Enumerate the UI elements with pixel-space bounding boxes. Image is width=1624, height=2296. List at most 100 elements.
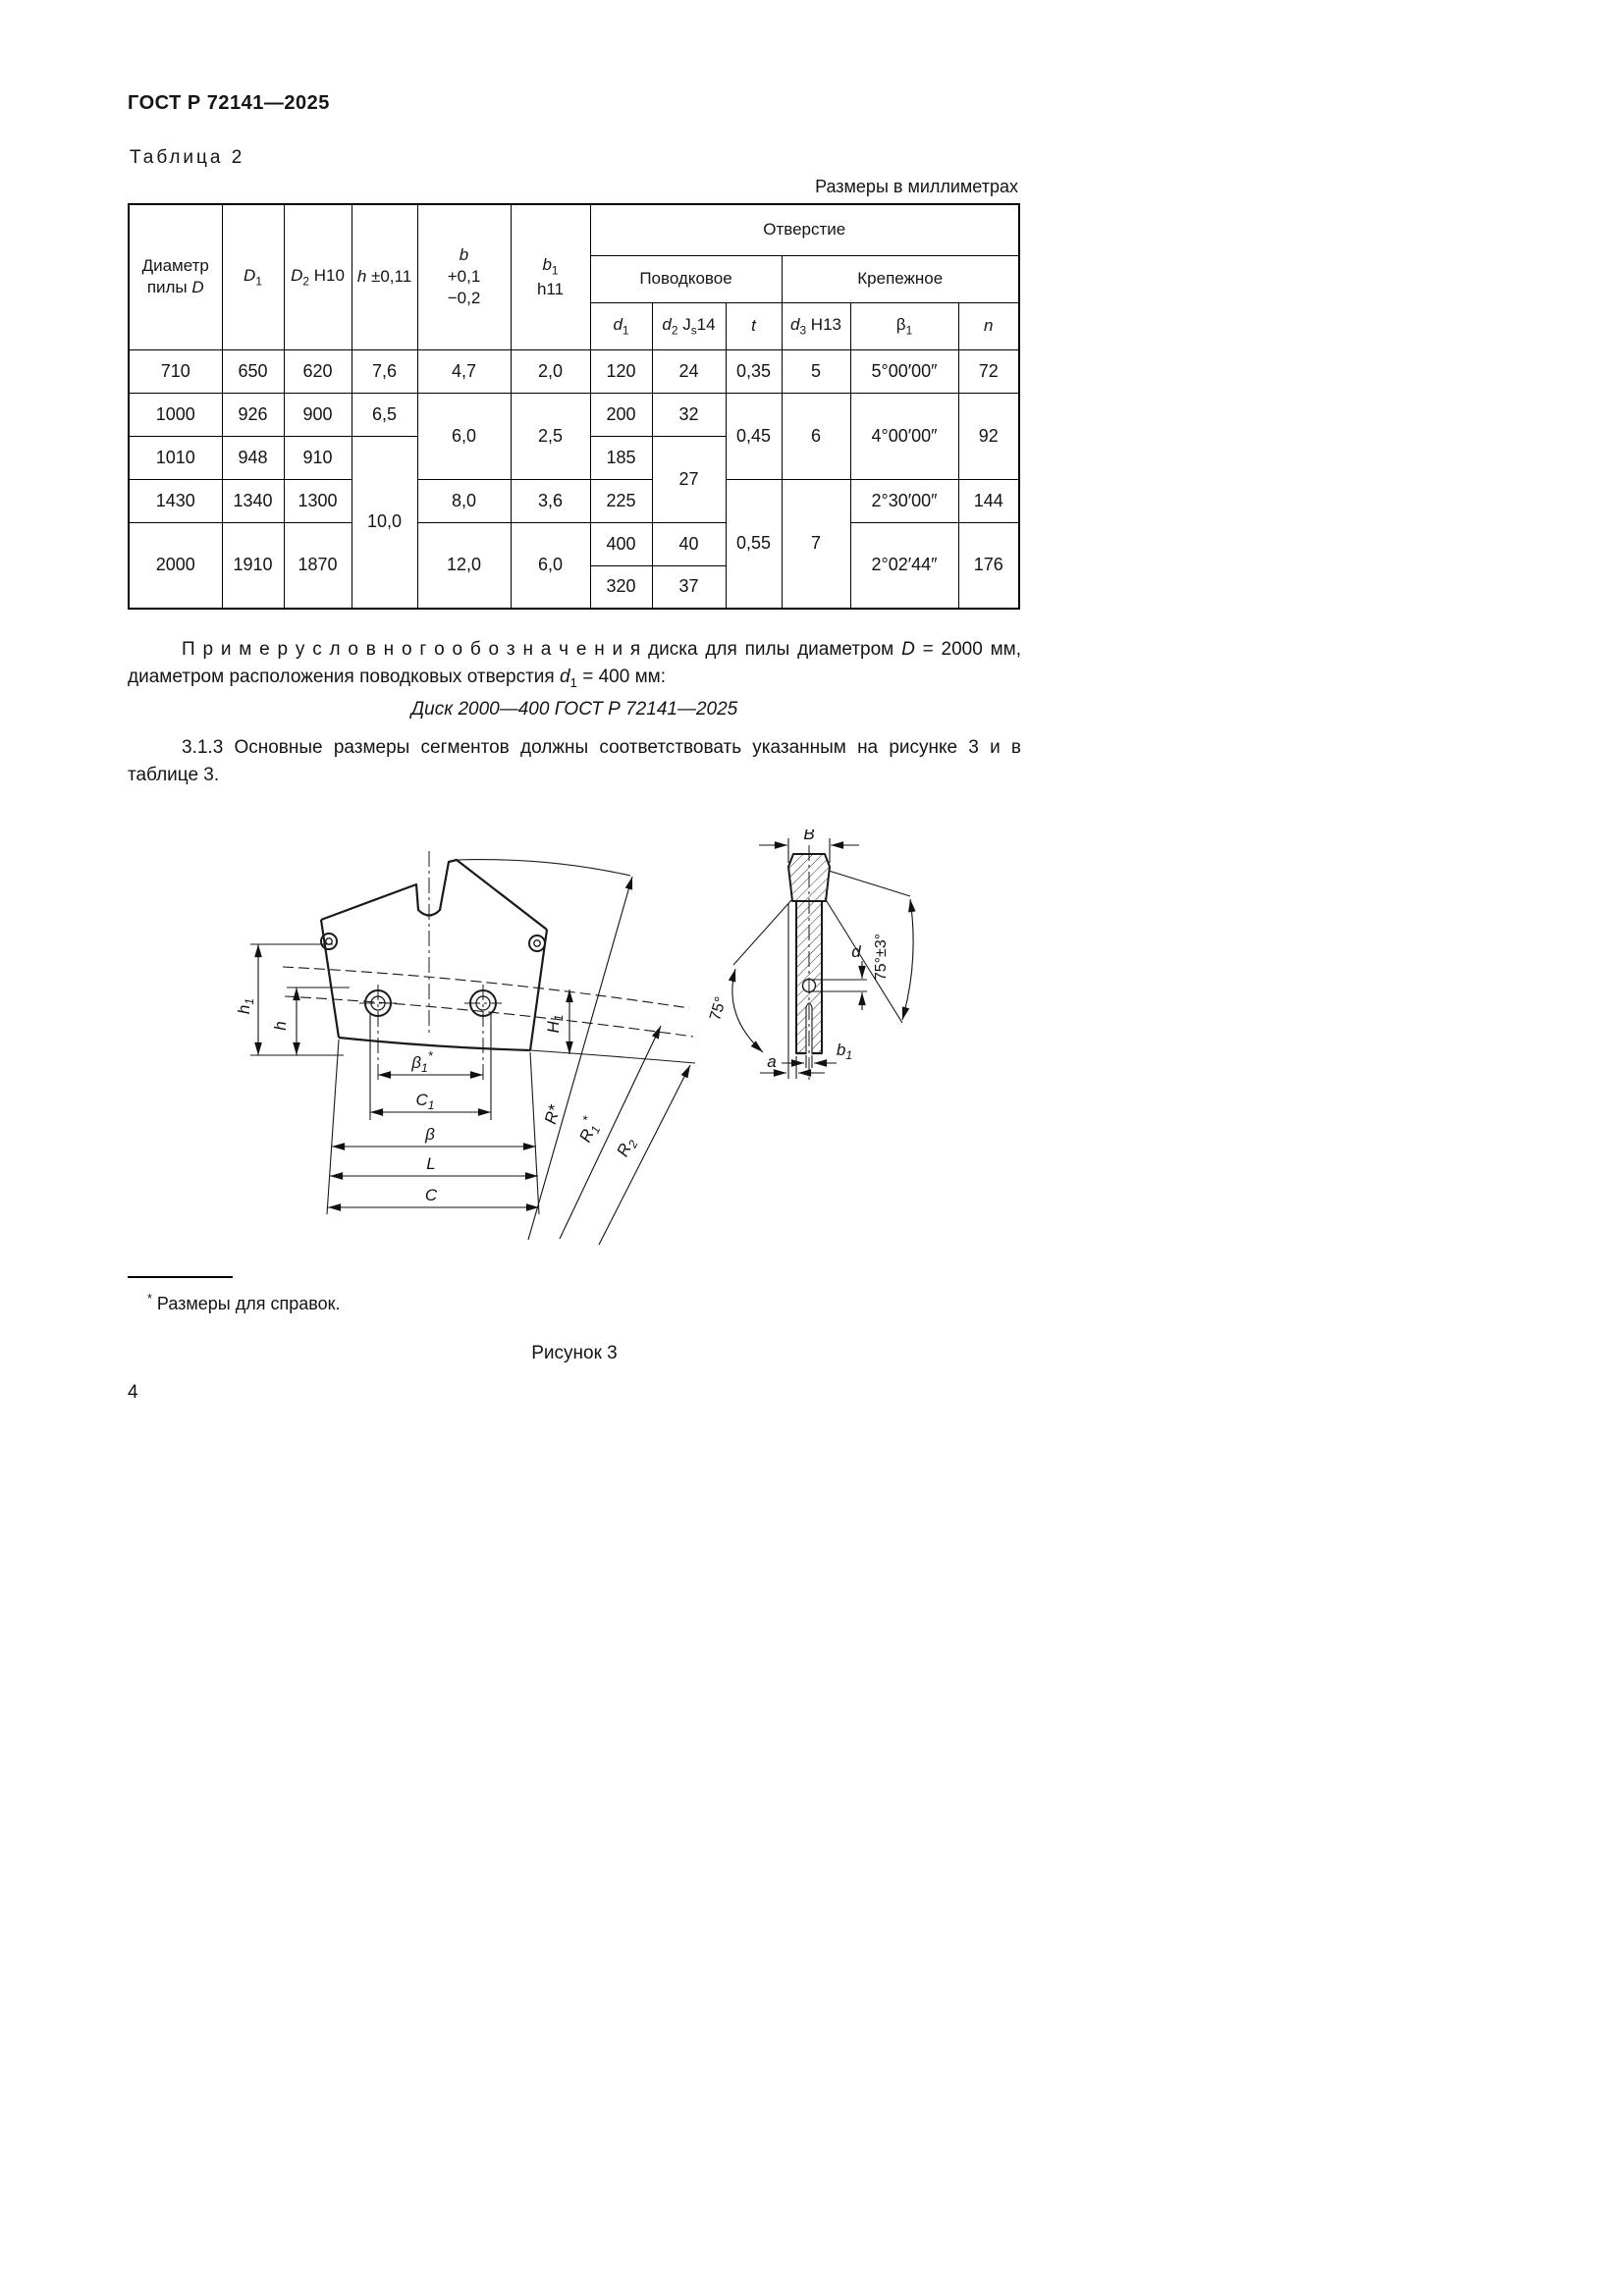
footnote-divider	[128, 1276, 233, 1278]
col-header-D2: D2 H10	[283, 203, 352, 350]
corner-hole-right	[528, 934, 546, 952]
col-header-hole: Отверстие	[589, 203, 1020, 256]
cell: 27	[651, 435, 727, 523]
cell: 900	[283, 392, 352, 437]
cell: 1300	[283, 478, 352, 523]
rivet-hole-v-centerlines	[377, 985, 484, 1083]
table-row: 1010 948 910 10,0 185 27	[128, 435, 1019, 610]
cell: 2°02′44″	[849, 521, 959, 610]
col-header-beta1: β1	[849, 301, 959, 350]
col-header-hd1: d1	[589, 301, 653, 350]
rivet-hole-right	[469, 989, 497, 1017]
col-header-mount: Крепежное	[781, 254, 1020, 303]
seat-arc-extension	[529, 1049, 696, 1064]
cell: 120	[589, 348, 653, 394]
dim-label-R: R*	[541, 1101, 565, 1126]
col-header-t: t	[725, 301, 783, 350]
cell: 8,0	[416, 478, 512, 523]
table-row: 1000 926 900 6,5 6,0 2,5 200 32 0,45 6 4…	[128, 392, 1020, 480]
dim-label-L: L	[426, 1154, 435, 1173]
cell: 0,55	[725, 478, 783, 610]
cell: 32	[651, 392, 727, 437]
cell: 4,7	[416, 348, 512, 394]
slot	[806, 1004, 812, 1054]
cell: 200	[589, 392, 653, 437]
cutting-edge-arc	[456, 859, 631, 877]
cell: 185	[589, 435, 653, 480]
example-label: П р и м е р у с л о в н о г о о б о з н …	[182, 639, 641, 660]
cell: 1910	[221, 521, 285, 610]
col-header-b: b+0,1−0,2	[416, 203, 512, 350]
dim-angle-75	[728, 968, 764, 1053]
cell: 910	[283, 435, 352, 480]
cell: 1870	[283, 521, 352, 610]
designation-example: Диск 2000—400 ГОСТ Р 72141—2025	[410, 699, 738, 720]
cell: 92	[957, 392, 1020, 480]
cell: 7,6	[351, 348, 418, 394]
cell: 2°30′00″	[849, 478, 959, 523]
rivet-hole-right-inner	[475, 995, 491, 1011]
cell: 3,6	[510, 478, 591, 523]
dim-label-d: d	[851, 942, 861, 961]
table-row: 1430 1340 1300 8,0 3,6 225 0,55 7 2°30′0…	[128, 478, 1020, 610]
table-row: 320 37	[129, 564, 1019, 610]
dim-label-h: h	[271, 1021, 290, 1030]
slot-outline	[805, 1002, 813, 1054]
rivet-hole-left	[364, 989, 392, 1017]
segment-left-edge	[319, 919, 341, 1039]
dim-label-a: a	[767, 1052, 776, 1071]
dim-R2	[598, 1064, 691, 1246]
cell: 7	[781, 478, 851, 610]
doc-code: ГОСТ Р 72141—2025	[128, 92, 330, 114]
witness-lines-section	[732, 838, 911, 1079]
segment-seat-arc	[338, 1036, 531, 1052]
cell: 400	[589, 521, 653, 566]
dim-label-angle-75: 75°	[707, 995, 730, 1023]
dim-label-beta1: β1*	[410, 1048, 433, 1075]
figure-3-drawing: h1 h β1* C1 β L C H1 R* R1* R2	[235, 829, 916, 1246]
page-number: 4	[128, 1382, 138, 1403]
cell: 1000	[128, 392, 223, 437]
cell: 320	[589, 564, 653, 610]
dimension-lines-front	[254, 876, 691, 1246]
witness-lines-front	[250, 943, 540, 1215]
table-row: 710 650 620 7,6 4,7 2,0 120 24 0,35 5 5°…	[128, 348, 1020, 394]
cell: 0,45	[725, 392, 783, 480]
cell: 40	[651, 521, 727, 566]
col-header-h: h ±0,11	[351, 203, 418, 350]
table-row: 2000 1910 1870 12,0 6,0 400 40 2°02′44″ …	[128, 521, 1020, 610]
cell: 926	[221, 392, 285, 437]
cell: 2,0	[510, 348, 591, 394]
dim-angle-75-3	[901, 898, 916, 1021]
header-row-3: d1 d2 Js14 t d3 H13 β1 n	[129, 301, 1020, 350]
cell: 5°00′00″	[849, 348, 959, 394]
cell: 2000	[128, 521, 223, 610]
cell: 6	[781, 392, 851, 480]
segment-right-edge	[528, 929, 549, 1051]
rivet-hole-left-inner	[370, 995, 386, 1011]
segment-outline	[320, 858, 548, 931]
cell: 72	[957, 348, 1020, 394]
segment-section-view	[787, 845, 831, 1083]
cell: 37	[651, 564, 727, 610]
dimension-lines-section	[728, 841, 916, 1077]
dim-label-C: C	[425, 1186, 438, 1204]
cell: 650	[221, 348, 285, 394]
dim-label-beta: β	[424, 1125, 435, 1144]
cell: 225	[589, 478, 653, 523]
dim-label-R1: R1*	[571, 1113, 606, 1147]
cell: 6,5	[351, 392, 418, 437]
cell: 10,0	[351, 435, 418, 610]
example-paragraph: П р и м е р у с л о в н о г о о б о з н …	[128, 639, 1021, 690]
corner-hole-right-inner	[533, 939, 541, 947]
dim-label-b1: b1	[837, 1041, 852, 1062]
segment-front-view	[282, 851, 696, 1083]
dim-label-R2: R2	[613, 1135, 640, 1161]
cell: 176	[957, 521, 1020, 610]
figure-caption: Рисунок 3	[531, 1343, 618, 1363]
col-header-n: n	[957, 301, 1020, 350]
